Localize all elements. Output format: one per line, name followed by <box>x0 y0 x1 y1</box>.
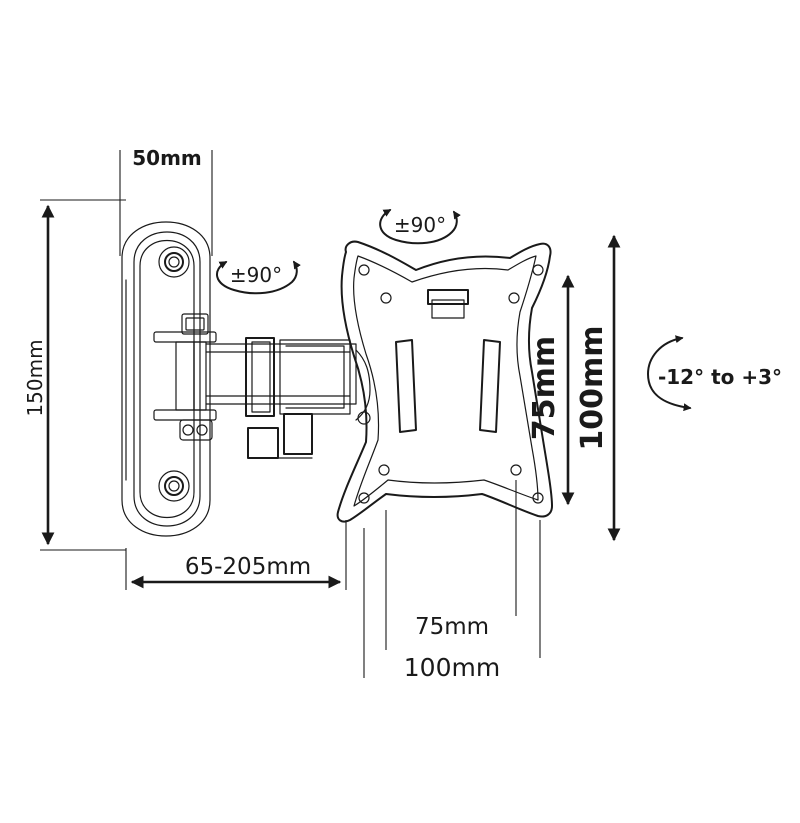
wall-hinge <box>153 313 217 441</box>
vesa-100-horizontal-label: 100mm <box>404 653 500 682</box>
dim-wall-plate-width: 50mm <box>119 146 213 256</box>
extension-arm <box>205 337 371 459</box>
wall-plate-width-label: 50mm <box>132 146 202 170</box>
curved-double-arrow-icon <box>216 260 301 295</box>
wall-plate-height-label: 150mm <box>23 339 47 416</box>
vesa-plate <box>336 240 553 523</box>
rotation-plate-indicator: ±90° <box>379 209 461 245</box>
tilt-indicator: -12° to +3° <box>647 335 782 412</box>
vesa-100-vertical-label: 100mm <box>575 325 610 450</box>
swivel-wall-indicator: ±90° <box>216 260 301 295</box>
vesa-75-vertical-label: 75mm <box>527 336 562 440</box>
dim-vesa-vertical: 75mm 100mm <box>527 234 621 542</box>
dim-vesa-horizontal: 75mm 100mm <box>363 480 541 682</box>
swivel-wall-label: ±90° <box>230 263 282 287</box>
vesa-75-horizontal-label: 75mm <box>415 614 489 640</box>
curved-tilt-arrow-icon <box>647 335 692 412</box>
curved-double-arrow-icon <box>379 209 461 245</box>
arm-extension-label: 65-205mm <box>185 554 311 580</box>
dim-arm-extension: 65-205mm <box>125 520 347 590</box>
tilt-range-label: -12° to +3° <box>658 365 782 389</box>
rotation-plate-label: ±90° <box>394 213 446 237</box>
wall-plate <box>121 221 211 537</box>
wall-screw-top <box>158 246 190 278</box>
dim-wall-plate-height: 150mm <box>23 199 126 551</box>
wall-screw-bottom <box>158 470 190 502</box>
